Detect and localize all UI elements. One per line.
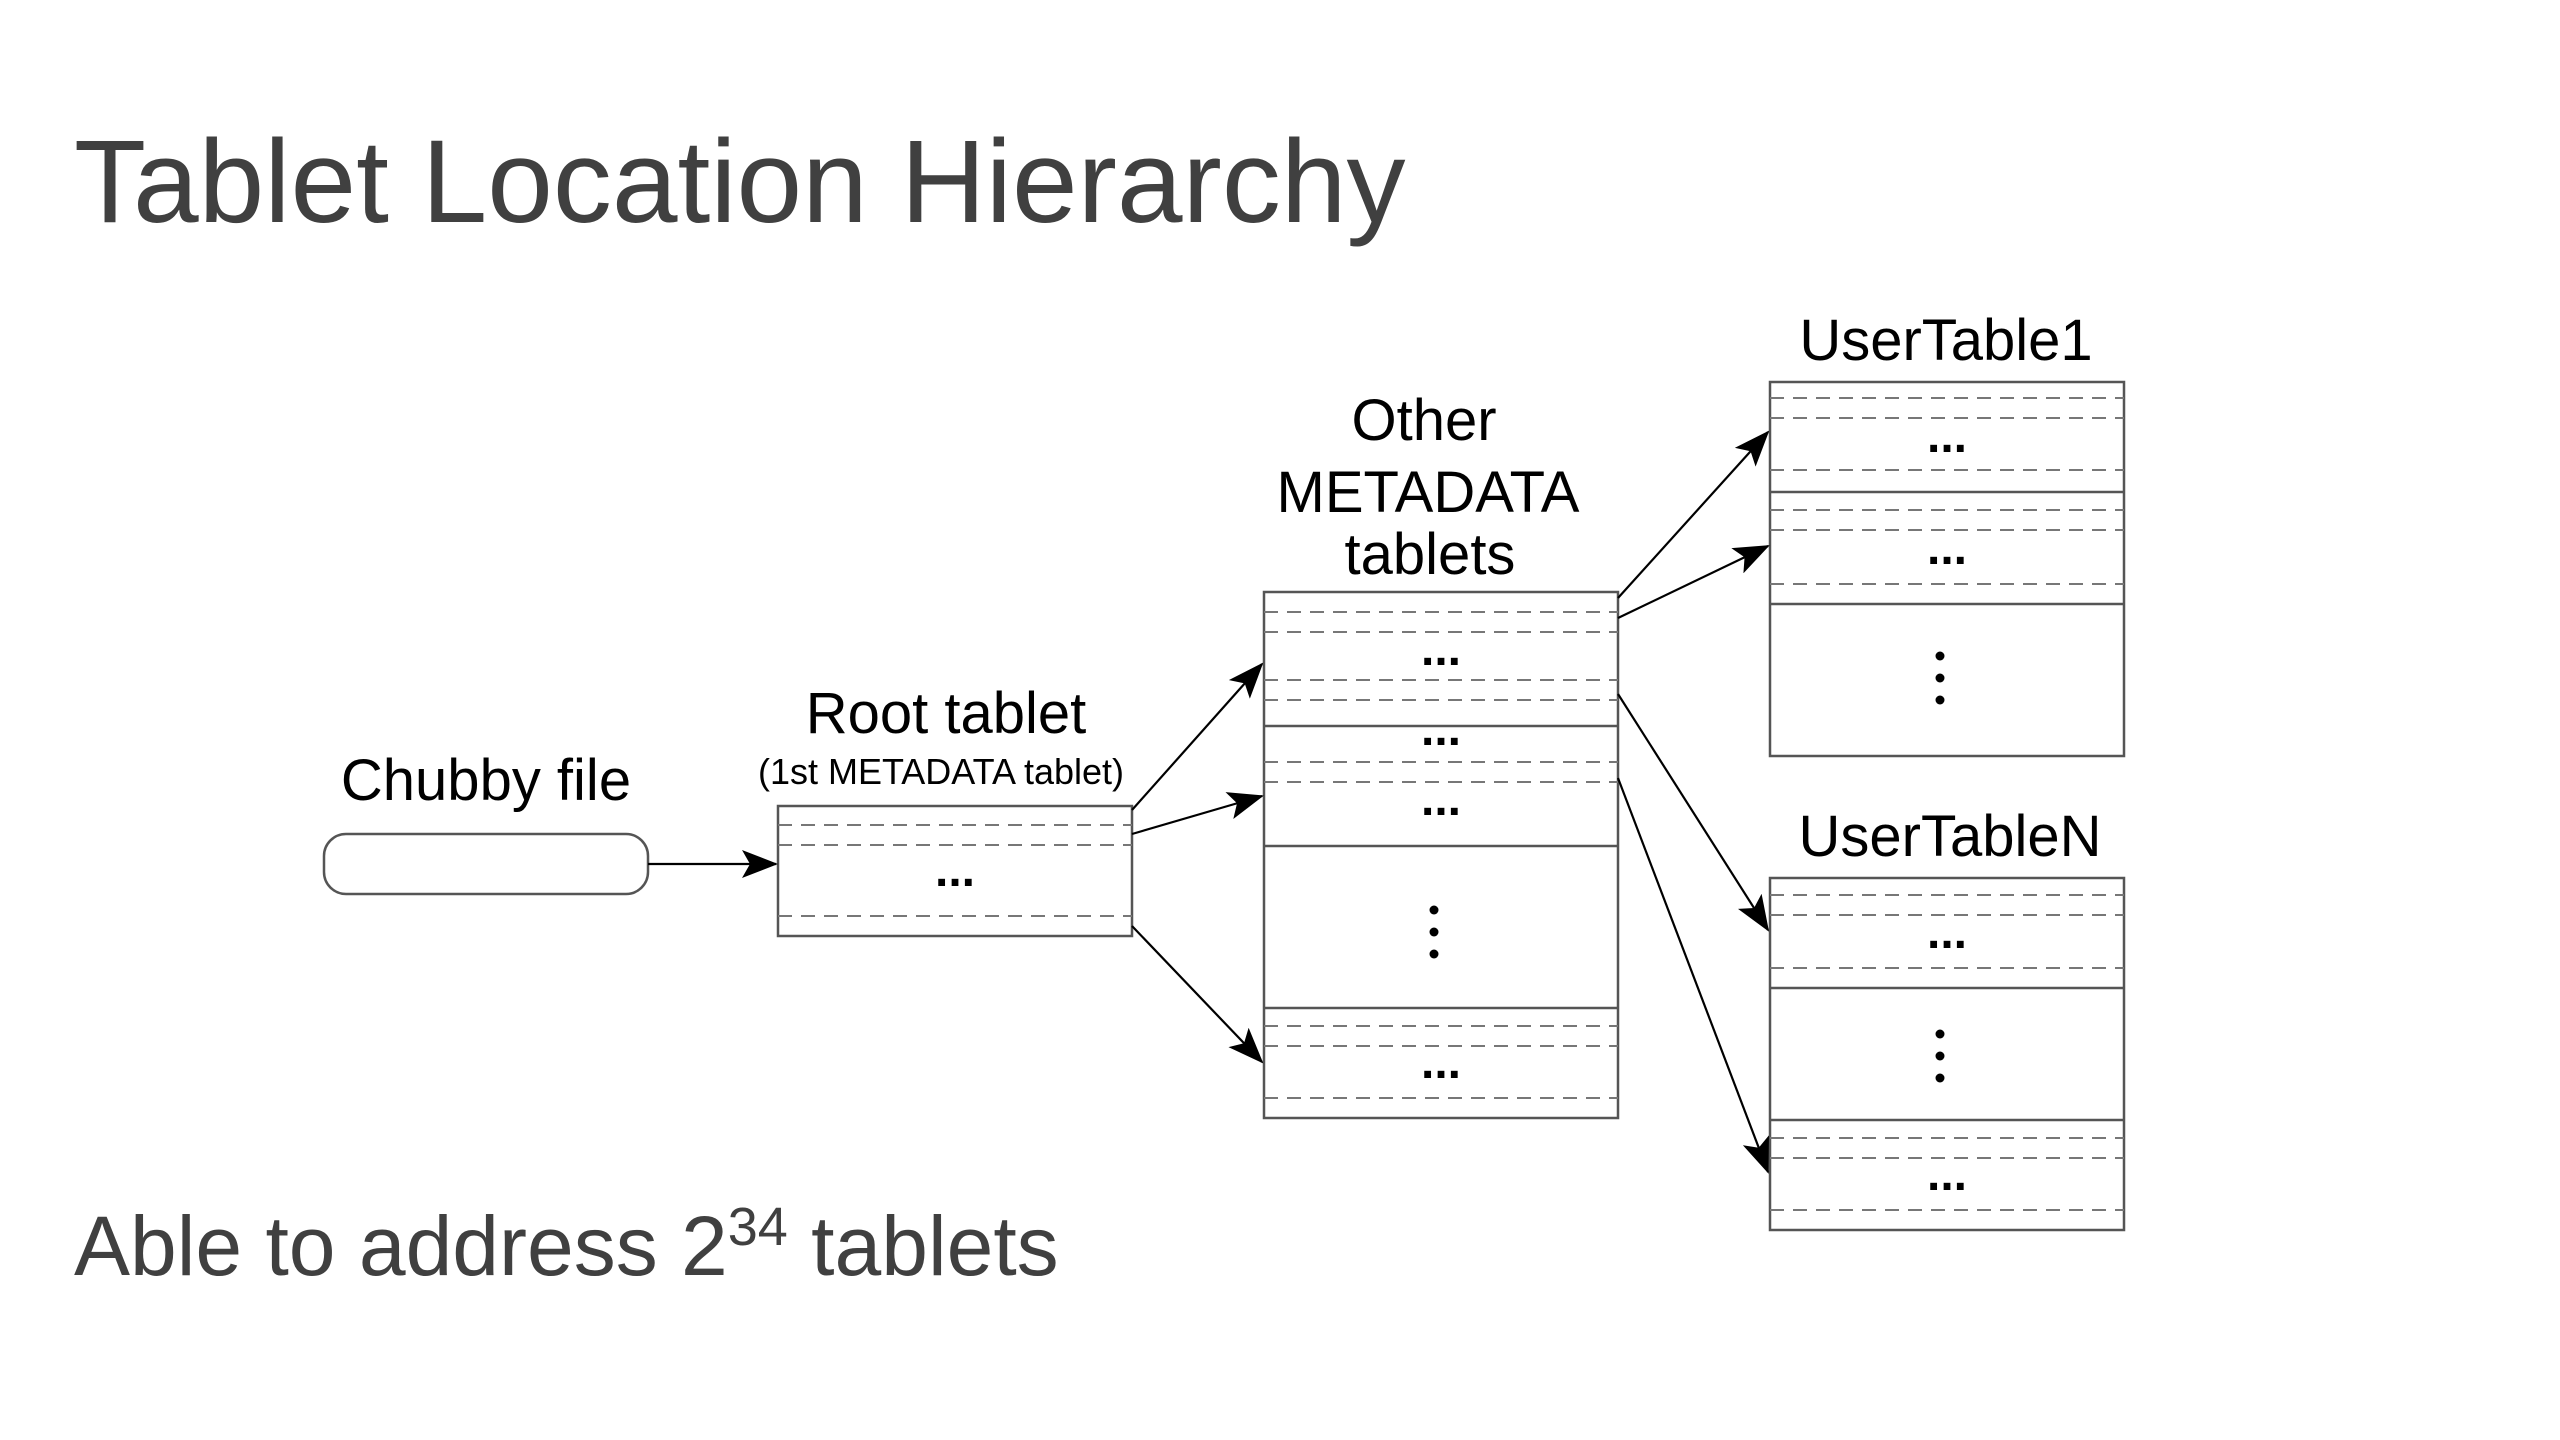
metadata-row-ellipsis: ... bbox=[1421, 703, 1461, 756]
chubby-file-node: Chubby file bbox=[322, 748, 650, 896]
slide-title: Tablet Location Hierarchy bbox=[74, 116, 1406, 248]
note-exponent: 34 bbox=[727, 1197, 788, 1257]
user-table-1-row-ellipsis: ... bbox=[1927, 410, 1967, 463]
arrow-metadata-to-usertable1 bbox=[1617, 430, 1770, 599]
metadata-label-line-2: METADATA bbox=[1277, 460, 1580, 525]
arrow-metadata-to-usertablen bbox=[1616, 777, 1770, 1174]
arrow-root-to-metadata bbox=[1131, 792, 1264, 836]
note-prefix: Able to address 2 bbox=[74, 1199, 728, 1293]
arrow-metadata-to-usertable1 bbox=[1617, 545, 1770, 619]
root-tablet-sublabel: (1st METADATA tablet) bbox=[758, 751, 1124, 792]
address-capacity-note: Able to address 234 tablets bbox=[74, 1196, 1059, 1296]
chubby-file-box bbox=[322, 832, 650, 896]
note-suffix: tablets bbox=[787, 1199, 1059, 1293]
metadata-label-line-1: Other bbox=[1351, 388, 1496, 453]
root-tablet-row-ellipsis: ... bbox=[935, 844, 975, 897]
chubby-file-label: Chubby file bbox=[341, 748, 631, 813]
user-table-n-row-ellipsis: ... bbox=[1927, 906, 1967, 959]
vertical-ellipsis bbox=[1935, 651, 1945, 705]
metadata-row-ellipsis: ... bbox=[1421, 1036, 1461, 1089]
pointer-arrows bbox=[648, 430, 1770, 1174]
user-table-n-label: UserTableN bbox=[1799, 804, 2102, 869]
arrow-metadata-to-usertablen bbox=[1617, 693, 1770, 932]
user-table-1-node: UserTable1 ... ... bbox=[1768, 308, 2126, 758]
user-table-n-node: UserTableN ... ... bbox=[1768, 804, 2126, 1232]
user-table-1-label: UserTable1 bbox=[1799, 308, 2092, 373]
user-table-1-box bbox=[1768, 380, 2126, 758]
vertical-ellipsis bbox=[1935, 1029, 1945, 1083]
vertical-ellipsis bbox=[1429, 905, 1439, 959]
root-tablet-label: Root tablet bbox=[806, 681, 1087, 746]
metadata-row-ellipsis: ... bbox=[1421, 773, 1461, 826]
user-table-n-box bbox=[1768, 876, 2126, 1232]
root-tablet-node: Root tablet (1st METADATA tablet) ... bbox=[758, 681, 1134, 938]
root-tablet-box bbox=[776, 804, 1134, 938]
metadata-label-line-3: tablets bbox=[1345, 522, 1516, 587]
arrow-root-to-metadata bbox=[1131, 662, 1264, 811]
user-table-n-row-ellipsis: ... bbox=[1927, 1148, 1967, 1201]
metadata-row-ellipsis: ... bbox=[1421, 623, 1461, 676]
arrow-root-to-metadata bbox=[1131, 925, 1264, 1064]
user-table-1-row-ellipsis: ... bbox=[1927, 522, 1967, 575]
metadata-tablets-node: Other METADATA tablets ... ... ... bbox=[1262, 388, 1620, 1120]
